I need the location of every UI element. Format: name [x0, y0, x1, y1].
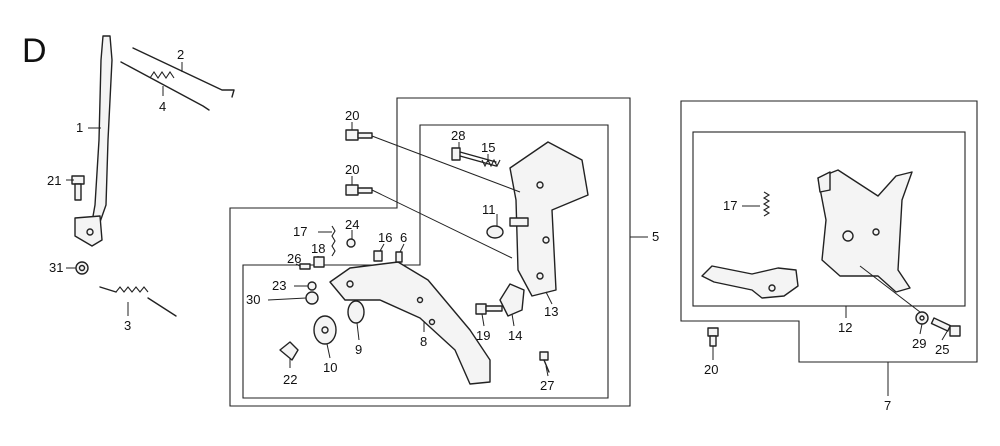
rod-spring [149, 71, 175, 79]
callout-11: 11 [482, 202, 496, 217]
callout-7: 7 [884, 398, 891, 413]
disc-10 [313, 315, 337, 345]
callout-10: 10 [323, 360, 337, 375]
shaft-11 [486, 217, 529, 239]
callout-28: 28 [451, 128, 465, 143]
callout-25: 25 [935, 342, 949, 357]
disc-9 [347, 300, 365, 324]
callout-20-right: 20 [704, 362, 718, 377]
spring-17-right [762, 191, 771, 217]
callout-15: 15 [481, 140, 495, 155]
callout-17-middle: 17 [293, 224, 307, 239]
assembly-5-inner-outline [242, 124, 609, 399]
callout-5: 5 [652, 229, 659, 244]
lever-right [701, 265, 799, 299]
callout-12: 12 [838, 320, 852, 335]
washer-23 [307, 281, 317, 291]
control-rod [120, 47, 235, 111]
callout-2: 2 [177, 47, 184, 62]
control-plate-13 [509, 141, 589, 297]
callout-26: 26 [287, 251, 301, 266]
assembly-5-outline [229, 97, 631, 407]
bolt-19 [475, 303, 503, 315]
callout-9: 9 [355, 342, 362, 357]
bolt-16 [373, 250, 383, 262]
callout-29: 29 [912, 336, 926, 351]
bolt-25 [930, 317, 961, 337]
washer-24 [346, 238, 356, 248]
callout-16: 16 [378, 230, 392, 245]
callout-21: 21 [47, 173, 61, 188]
callout-14: 14 [508, 328, 522, 343]
callout-30: 30 [246, 292, 260, 307]
base-plate-12 [817, 169, 913, 293]
callout-19: 19 [476, 328, 490, 343]
callout-3: 3 [124, 318, 131, 333]
spring-15 [481, 158, 501, 168]
wing-nut-22 [279, 341, 299, 361]
assembly-7-outline [680, 100, 978, 363]
callout-1: 1 [76, 120, 83, 135]
callout-18: 18 [311, 241, 325, 256]
callout-20-upper: 20 [345, 108, 359, 123]
callout-17-right: 17 [723, 198, 737, 213]
throttle-lever [74, 35, 113, 247]
callout-22: 22 [283, 372, 297, 387]
callout-20-lower: 20 [345, 162, 359, 177]
screw-27 [539, 351, 550, 373]
callout-4: 4 [159, 99, 166, 114]
callout-23: 23 [272, 278, 286, 293]
callout-8: 8 [420, 334, 427, 349]
bolt-20-lower [345, 184, 373, 196]
return-spring-3 [99, 286, 177, 317]
spring-17-middle [331, 225, 336, 257]
callout-27: 27 [540, 378, 554, 393]
callout-6: 6 [400, 230, 407, 245]
pin-26 [299, 263, 311, 270]
bracket-14 [499, 283, 525, 317]
collar-18 [313, 256, 325, 268]
nut-31 [75, 261, 89, 275]
bolt-20-right [707, 327, 719, 347]
callout-24: 24 [345, 217, 359, 232]
clip-6 [395, 251, 403, 263]
section-letter: D [22, 32, 47, 70]
callout-13: 13 [544, 304, 558, 319]
assembly-12-outline [692, 131, 966, 307]
callout-31: 31 [49, 260, 63, 275]
nut-30 [305, 291, 319, 305]
bolt-20-upper [345, 129, 373, 141]
washer-29 [915, 311, 929, 325]
